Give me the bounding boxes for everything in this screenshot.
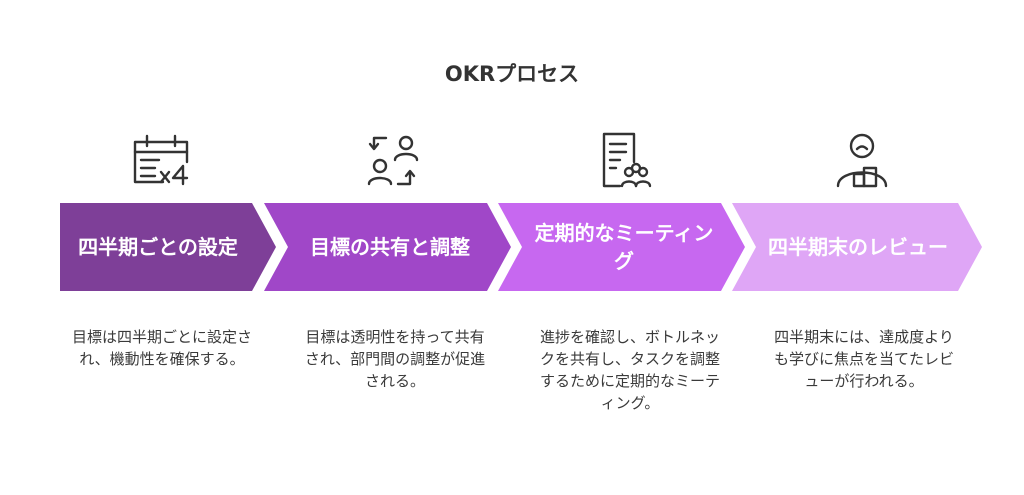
step-3-description: 進捗を確認し、ボトルネックを共有し、タスクを調整するために定期的なミーティング。	[539, 328, 720, 412]
calendar-x4-icon	[129, 128, 193, 192]
step-2-arrow: 目標の共有と調整	[264, 203, 511, 291]
step-3-shape	[498, 203, 745, 291]
step-4-label: 四半期末のレビュー	[768, 235, 948, 259]
step-4-shape	[732, 203, 982, 291]
step-4-arrow: 四半期末のレビュー	[732, 203, 982, 291]
diagram-title: OKRプロセス	[444, 62, 580, 86]
step-1-shape	[60, 203, 276, 291]
step-3-arrow: 定期的なミーティング	[498, 203, 745, 291]
step-2-description: 目標は透明性を持って共有され、部門間の調整が促進される。	[304, 328, 486, 390]
step-3-label: 定期的なミーティング	[534, 221, 714, 273]
step-1-description: 目標は四半期ごとに設定され、機動性を確保する。	[71, 328, 252, 368]
step-1-arrow: 四半期ごとの設定	[60, 203, 276, 291]
step-4-description: 四半期末には、達成度よりも学びに焦点を当てたレビューが行われる。	[773, 328, 954, 390]
document-group-icon	[596, 128, 660, 192]
step-2-shape	[264, 203, 511, 291]
step-2-label: 目標の共有と調整	[310, 235, 470, 259]
step-1-label: 四半期ごとの設定	[78, 235, 238, 259]
person-review-icon	[830, 128, 894, 192]
people-exchange-icon	[362, 128, 426, 192]
